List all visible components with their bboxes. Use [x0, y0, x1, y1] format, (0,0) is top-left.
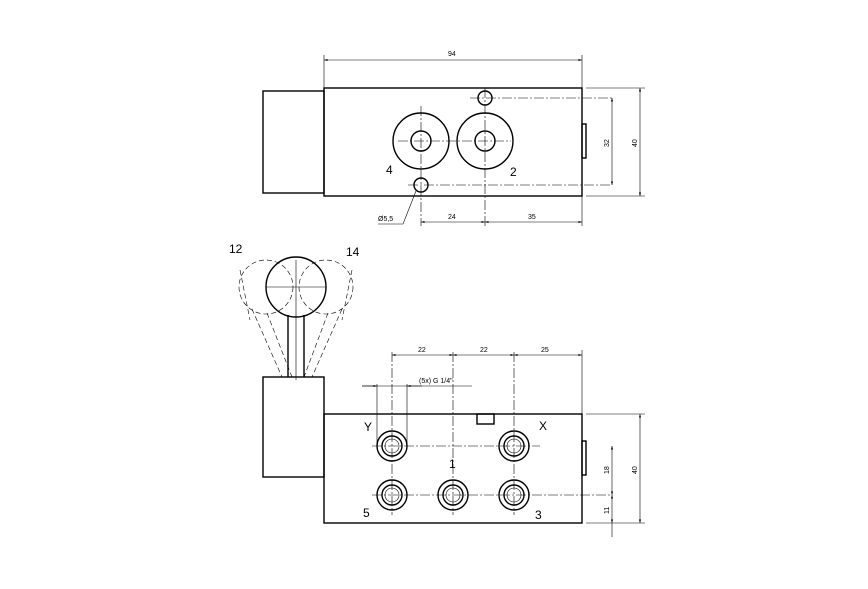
dim-port-pitch-1: 22: [418, 347, 426, 354]
dim-row-spacing: 18: [604, 466, 611, 474]
position-label-12: 12: [229, 242, 243, 256]
dim-body-height: 40: [632, 466, 639, 474]
top-view-end-cap: [581, 123, 587, 159]
hole-diameter-label: Ø5,5: [378, 216, 393, 223]
top-view: 4 2 94 32 40 24 35 Ø5,5: [262, 51, 645, 226]
port-label-Y: Y: [364, 420, 372, 434]
port-label-3: 3: [535, 508, 542, 522]
dim-port-pitch-2: 22: [480, 347, 488, 354]
top-view-actuator: [262, 90, 325, 194]
port-label-2: 2: [510, 165, 517, 179]
front-view: 12 14: [229, 242, 645, 537]
thread-callout: (5x) G 1/4": [419, 378, 453, 385]
front-view-end-cap: [581, 440, 587, 476]
dim-overall-width: 94: [448, 51, 456, 58]
leader-line: [378, 190, 417, 225]
pilot-notch: [476, 413, 495, 425]
dim-hole-spacing: 32: [604, 139, 611, 147]
dim-port-to-edge: 25: [541, 347, 549, 354]
port-label-4: 4: [386, 163, 393, 177]
dim-bottom-offset: 11: [604, 507, 611, 514]
port-label-X: X: [539, 419, 547, 433]
dim-port-to-edge: 35: [528, 214, 536, 221]
port-label-5: 5: [363, 506, 370, 520]
position-label-14: 14: [346, 245, 360, 259]
port-label-1: 1: [449, 457, 456, 471]
dim-port-spacing: 24: [448, 214, 456, 221]
dim-body-height: 40: [632, 139, 639, 147]
lever: [265, 256, 327, 380]
front-view-actuator: [262, 376, 325, 478]
top-view-body: [323, 87, 583, 197]
